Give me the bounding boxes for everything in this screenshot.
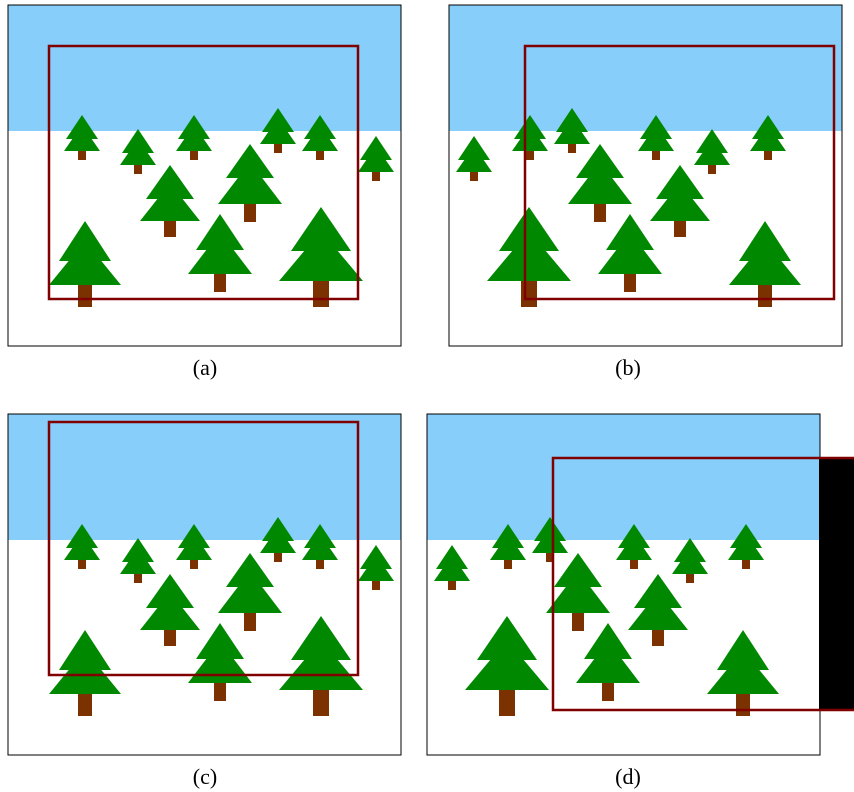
panel-c [8, 414, 401, 755]
panel-b-caption: (b) [568, 355, 688, 381]
panel-a [8, 5, 401, 346]
panel-d [427, 414, 820, 755]
panel-c-caption: (c) [145, 764, 265, 790]
panel-d-caption: (d) [568, 764, 688, 790]
panel-d-padding-region [819, 458, 854, 710]
panel-b [449, 5, 842, 346]
panel-a-caption: (a) [145, 355, 265, 381]
